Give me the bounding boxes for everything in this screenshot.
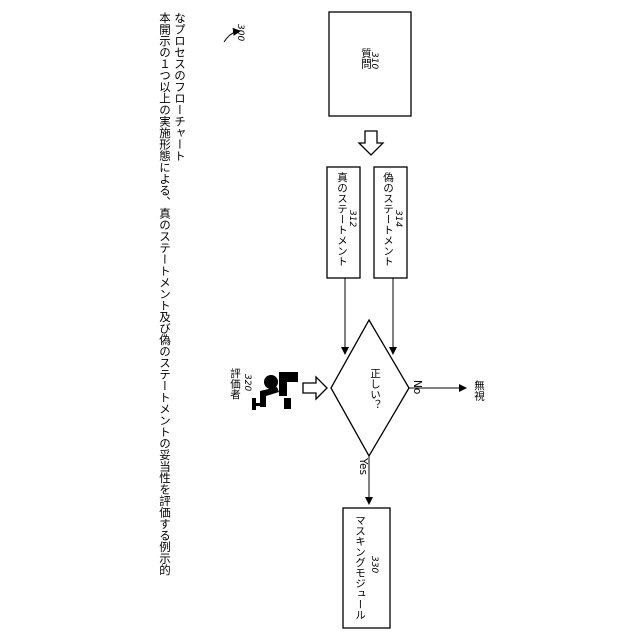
true-statement-number: 312	[347, 210, 357, 227]
masking-module-number: 330	[369, 556, 379, 573]
masking-module-label: マスキングモジュール	[354, 515, 366, 620]
decision-label: 正しい？	[369, 368, 381, 410]
true-statement-label: 真のステートメント	[336, 171, 348, 266]
evaluator-to-decision-arrow	[303, 377, 327, 399]
false-statement-number: 314	[393, 210, 403, 227]
masking-module-box	[343, 508, 390, 628]
question-to-statements-arrow	[359, 131, 383, 155]
figure-caption-line1: 本開示の１つ以上の実施形態による、真のステートメント及び偽のステートメントの妥当…	[158, 11, 172, 575]
evaluator-label: 評価者	[229, 367, 241, 400]
no-label: No	[411, 380, 423, 394]
yes-label: Yes	[357, 457, 369, 475]
false-statement-label: 偽のステートメント	[382, 171, 394, 266]
ignore-label: 無視	[473, 379, 485, 402]
evaluator-number: 320	[242, 374, 252, 391]
figure-caption-line2: なプロセスのフローチャート	[173, 12, 187, 162]
evaluator-person-icon	[252, 372, 298, 410]
figure-ref-number: 300	[235, 24, 245, 41]
question-number: 310	[369, 52, 379, 69]
